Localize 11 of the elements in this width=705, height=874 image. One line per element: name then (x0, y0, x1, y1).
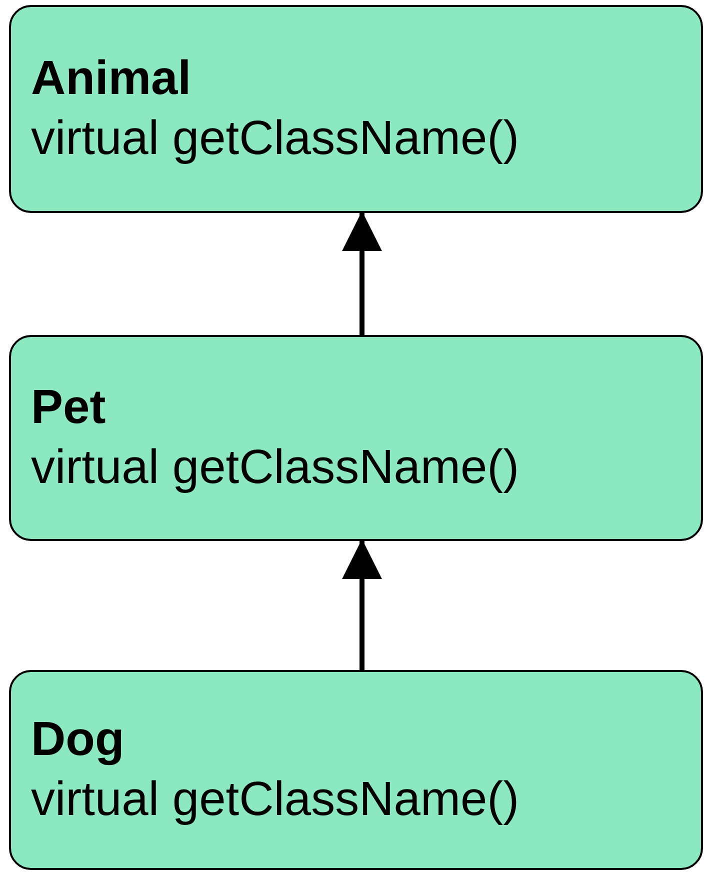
class-box (9, 670, 703, 870)
inheritance-arrow (342, 211, 382, 335)
class-box (9, 5, 703, 213)
method-text: virtual getClassName() (31, 111, 520, 167)
class-name: Animal (31, 51, 192, 107)
class-name: Dog (31, 712, 126, 768)
method-text: virtual getClassName() (31, 440, 520, 496)
method-text: virtual getClassName() (31, 772, 520, 828)
inheritance-arrow (342, 539, 382, 670)
class-name: Pet (31, 380, 107, 436)
class-box (9, 335, 703, 541)
